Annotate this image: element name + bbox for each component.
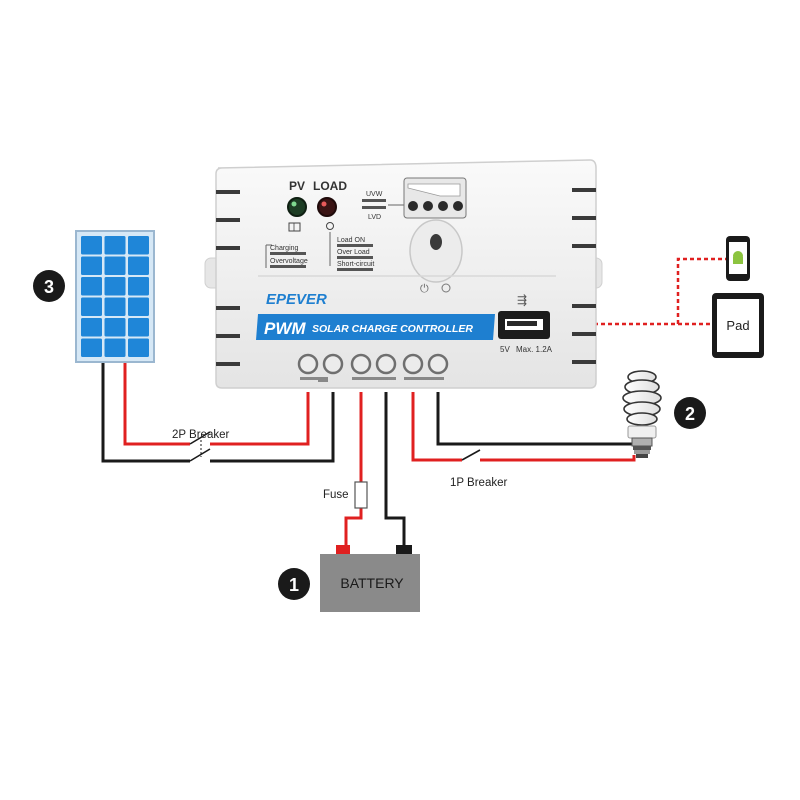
pwm-label: PWM (264, 319, 306, 338)
load-positive-wire (411, 392, 462, 462)
vents-left (216, 190, 240, 366)
usb-max-label: Max. 1.2A (516, 345, 553, 354)
product-label: SOLAR CHARGE CONTROLLER (312, 323, 473, 335)
usb-voltage-label: 5V (500, 345, 510, 354)
breaker-2p-label: 2P Breaker (172, 429, 229, 441)
panel-positive-wire (123, 362, 190, 446)
terminal-battery-pos[interactable] (350, 353, 372, 375)
setting-button-4[interactable] (453, 201, 463, 211)
marker-panel-number: 3 (44, 277, 54, 297)
panel-symbol-icon (288, 222, 301, 232)
breaker-1p: 1P Breaker (450, 449, 507, 489)
panel-cell (81, 318, 102, 337)
solar-panel (75, 230, 155, 363)
battery-negative-wire (384, 392, 406, 545)
panel-cell (104, 236, 126, 255)
usb-icon: ⇶ (517, 293, 527, 307)
panel-cell (128, 236, 149, 255)
load-positive-wire-right (480, 455, 636, 462)
battery-positive-wire-lower (344, 508, 363, 545)
panel-cells (81, 236, 149, 357)
marker-battery-number: 1 (289, 575, 299, 595)
panel-cell (128, 256, 149, 275)
terminal-load-neg[interactable] (427, 353, 449, 375)
bulb-symbol-icon (326, 222, 334, 230)
controller-pv-negative-wire (210, 392, 335, 463)
load-label: LOAD (313, 179, 347, 193)
battery-label: BATTERY (340, 575, 404, 591)
panel-cell (81, 338, 102, 357)
load-negative-wire (436, 392, 634, 446)
vents-right (572, 188, 596, 364)
battery-body (320, 554, 420, 612)
panel-cell (104, 297, 126, 316)
over-load-label: Over Load (337, 249, 370, 256)
terminal-pv-pos[interactable] (297, 353, 319, 375)
power-symbol-icon: ⏻ (420, 283, 429, 295)
setting-button-1[interactable] (408, 201, 418, 211)
product-stripe (256, 314, 495, 340)
smartphone (726, 236, 750, 281)
tablet: Pad (712, 293, 764, 358)
pv-led (287, 197, 307, 217)
marker-load-number: 2 (685, 404, 695, 424)
usb-data-link (552, 257, 726, 326)
short-circuit-label: Short-circuit (337, 261, 374, 268)
overvoltage-label: Overvoltage (270, 258, 308, 265)
panel-cell (104, 256, 126, 275)
panel-cell (104, 318, 126, 337)
load-on-label: Load ON (337, 237, 365, 244)
uvw-label: UVW (366, 191, 383, 198)
panel-cell (128, 318, 149, 337)
marker-battery: 1 (278, 568, 310, 600)
panel-cell (81, 256, 102, 275)
lvd-label: LVD (368, 214, 381, 221)
panel-cell (81, 236, 102, 255)
battery: BATTERY (320, 545, 420, 612)
marker-load: 2 (674, 397, 706, 429)
cfl-bulb (622, 370, 662, 458)
panel-cell (104, 338, 126, 357)
terminal-load-pos[interactable] (402, 353, 424, 375)
fuse: Fuse (323, 481, 368, 509)
setting-button-2[interactable] (423, 201, 433, 211)
charging-label: Charging (270, 245, 299, 252)
pv-label: PV (289, 179, 305, 193)
controller-pv-positive-wire (210, 392, 310, 446)
panel-cell (81, 277, 102, 296)
terminal-pv-neg[interactable] (322, 353, 344, 375)
terminal-battery-neg[interactable] (375, 353, 397, 375)
panel-cell (128, 338, 149, 357)
fuse-label: Fuse (323, 489, 349, 501)
panel-negative-wire (101, 362, 190, 463)
brand-logo: EPEVER (266, 291, 327, 308)
panel-cell (104, 277, 126, 296)
breaker-2p: 2P Breaker (172, 429, 229, 462)
bulb-spiral-turn (626, 412, 658, 426)
marker-panel: 3 (33, 270, 65, 302)
charge-controller: PV LOAD Charging Overvoltage Load ON Ove… (204, 159, 603, 389)
terminal-block (297, 353, 449, 382)
bulb-spiral (622, 370, 662, 426)
panel-cell (81, 297, 102, 316)
setting-button-3[interactable] (438, 201, 448, 211)
bulb-base (631, 437, 653, 447)
mode-button[interactable] (409, 219, 463, 283)
pad-label: Pad (726, 318, 749, 333)
load-led (317, 197, 337, 217)
panel-cell (128, 277, 149, 296)
panel-cell (128, 297, 149, 316)
breaker-1p-label: 1P Breaker (450, 477, 507, 489)
